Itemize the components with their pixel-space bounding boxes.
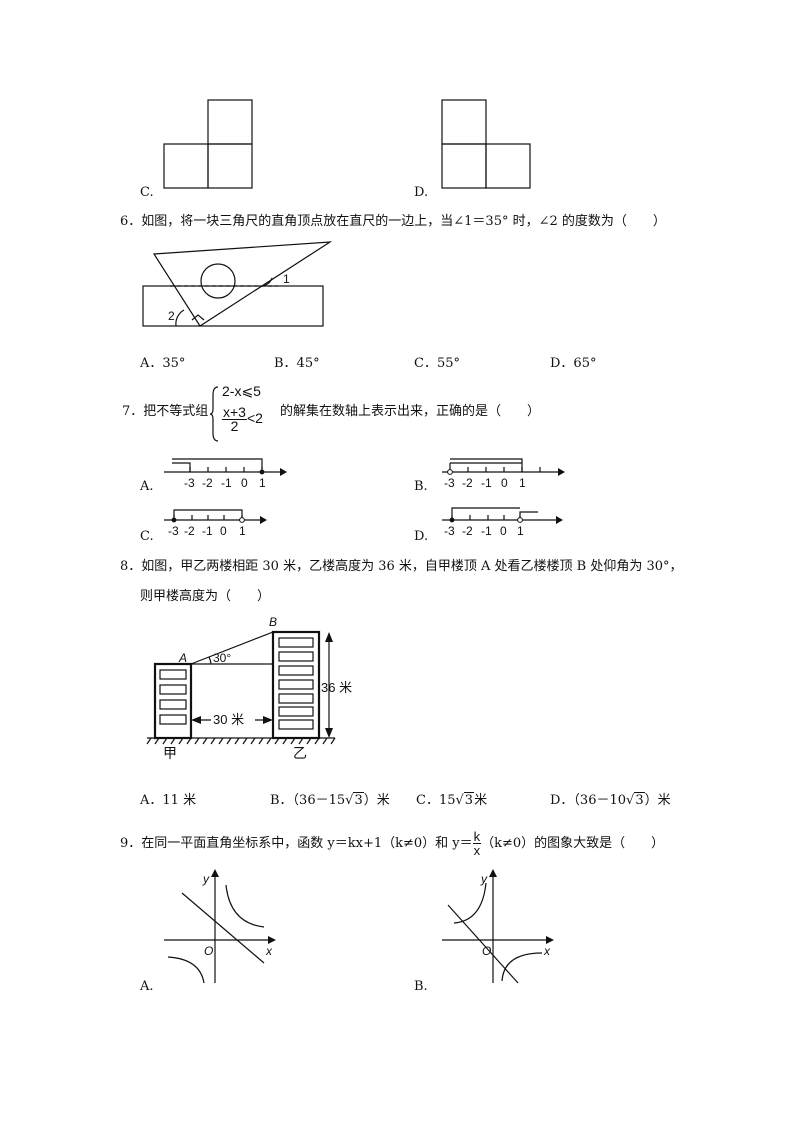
q8-point-b: B (269, 615, 277, 629)
q9-stem-pre: 9．在同一平面直角坐标系中，函数 y＝kx+1（k≠0）和 y＝ (120, 836, 473, 851)
q7-b-tick-m3: -3 (444, 476, 455, 490)
q9-graph-a: y x O (164, 869, 276, 984)
q7-a-tick-1: 1 (259, 476, 266, 490)
q8-angle-label: 30° (213, 651, 231, 665)
q8-d-post: ）米 (644, 793, 671, 808)
q6-option-c: C．55° (414, 356, 460, 371)
q7-c-tick-m3: -3 (168, 524, 179, 538)
q8-c-rad: 3 (463, 792, 475, 808)
q7-b-tick-m1: -1 (481, 476, 492, 490)
q7-a-tick-m1: -1 (221, 476, 232, 490)
q7-numberline-a: -3 -2 -1 0 1 (164, 458, 287, 490)
q7-inequality-1: 2-x⩽5 (222, 383, 261, 399)
q7-c-tick-0: 0 (220, 524, 227, 538)
q8-option-b: B．（36－15√3）米 (270, 792, 390, 808)
q7-d-tick-m1: -1 (481, 524, 492, 538)
q8-option-d: D．（36－10√3）米 (550, 792, 671, 808)
q7-brace (209, 386, 219, 442)
q5-option-c: C. (140, 185, 154, 200)
q7-frac-den: 2 (230, 418, 239, 434)
q7-c-tick-1: 1 (239, 524, 246, 538)
q7-d-tick-m3: -3 (444, 524, 455, 538)
q9-a-origin: O (204, 944, 213, 958)
q6-stem: 6．如图，将一块三角尺的直角顶点放在直尺的一边上，当∠1＝35° 时，∠2 的度… (120, 214, 666, 229)
q7-option-b: B. (414, 479, 428, 494)
q8-option-c: C．15√3米 (416, 792, 488, 808)
q6-option-a: A．35° (140, 356, 186, 371)
q7-c-tick-m2: -2 (184, 524, 195, 538)
q8-distance-label: 30 米 (213, 712, 244, 727)
q7-c-tick-m1: -1 (202, 524, 213, 538)
q9-b-x-label: x (543, 944, 551, 958)
q5-figure-c (163, 99, 253, 189)
q8-figure: A B 30° 36 米 30 米 甲 乙 (146, 615, 352, 761)
q7-b-tick-0: 0 (501, 476, 508, 490)
q5-figure-d (441, 99, 531, 189)
q7-d-tick-1: 1 (517, 524, 524, 538)
q9-stem-post: （k≠0）的图象大致是（ ） (481, 836, 665, 851)
q8-stem-line1: 8．如图，甲乙两楼相距 30 米，乙楼高度为 36 米，自甲楼顶 A 处看乙楼楼… (120, 559, 683, 574)
q7-a-tick-0: 0 (241, 476, 248, 490)
q6-option-d: D．65° (550, 356, 597, 371)
q9-b-y-label: y (480, 872, 488, 886)
q9-frac-den: x (473, 843, 481, 858)
q8-d-rad: 3 (634, 792, 645, 808)
q8-option-a: A．11 米 (140, 793, 197, 808)
q6-angle-2-label: 2 (168, 309, 175, 323)
q7-b-tick-1: 1 (519, 476, 526, 490)
q6-option-b: B．45° (274, 356, 320, 371)
q8-d-pre: D．（36－10 (550, 793, 627, 808)
q8-building-jia: 甲 (163, 745, 177, 761)
q9-graph-b: y x O (442, 869, 554, 984)
q7-b-tick-m2: -2 (462, 476, 473, 490)
q7-d-tick-m2: -2 (462, 524, 473, 538)
q7-option-a: A. (140, 479, 154, 494)
q8-b-rad: 3 (353, 792, 364, 808)
q8-stem-line2: 则甲楼高度为（ ） (140, 589, 271, 604)
q6-angle-1-label: 1 (283, 272, 290, 286)
q7-option-d: D. (414, 529, 429, 544)
q7-d-tick-0: 0 (500, 524, 507, 538)
q7-stem-prefix: 7．把不等式组 (122, 404, 209, 419)
q8-c-pre: C．15 (416, 793, 456, 808)
q7-numberline-d: -3 -2 -1 0 1 (442, 507, 563, 538)
q7-numberline-c: -3 -2 -1 0 1 (164, 509, 267, 538)
q8-b-post: ）米 (363, 793, 390, 808)
q9-option-b: B. (414, 979, 428, 994)
q8-point-a: A (178, 651, 187, 665)
q8-b-pre: B．（36－15 (270, 793, 346, 808)
q6-figure: 1 2 (142, 241, 333, 327)
q8-building-yi: 乙 (293, 745, 307, 761)
q7-rel: <2 (246, 410, 263, 427)
q7-stem-suffix: 的解集在数轴上表示出来，正确的是（ ） (280, 404, 541, 419)
q9-frac-num: k (472, 829, 482, 844)
q7-frac-num: x+3 (222, 404, 247, 420)
q9-a-x-label: x (265, 944, 273, 958)
q7-numberline-b: -3 -2 -1 0 1 (442, 458, 565, 490)
q9-a-y-label: y (202, 872, 210, 886)
q5-option-d: D. (414, 185, 429, 200)
q7-a-tick-m2: -2 (202, 476, 213, 490)
q9-option-a: A. (140, 979, 154, 994)
q8-height-label: 36 米 (321, 680, 352, 695)
q9-b-origin: O (482, 944, 491, 958)
q7-option-c: C. (140, 529, 154, 544)
q8-c-post: 米 (474, 793, 488, 808)
q7-a-tick-m3: -3 (184, 476, 195, 490)
